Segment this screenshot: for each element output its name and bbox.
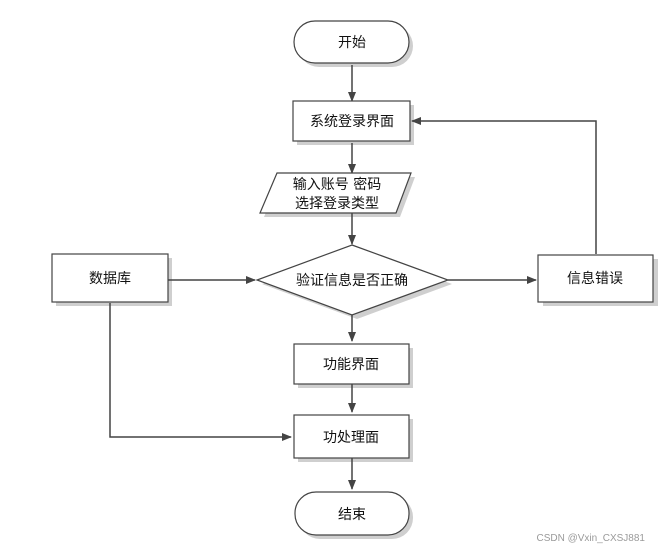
node-process [293,414,410,459]
node-feature-ui [293,343,410,385]
watermark: CSDN @Vxin_CXSJ881 [536,533,645,544]
label-input-line1: 输入账号 密码 [293,176,381,193]
label-start: 开始 [338,35,366,51]
label-end: 结束 [338,507,366,523]
node-start [293,20,410,64]
edge-database-to-process [109,303,292,441]
node-error [537,254,654,303]
label-login-ui: 系统登录界面 [310,114,394,130]
label-database: 数据库 [89,271,131,287]
node-database [51,253,169,303]
label-feature-ui: 功能界面 [323,357,379,373]
label-verify: 验证信息是否正确 [296,272,408,289]
edge-error-to-login [411,117,597,254]
node-input [259,172,412,214]
nodes [51,20,654,536]
node-verify [255,244,450,316]
label-input-line2: 选择登录类型 [295,196,379,212]
label-error: 信息错误 [567,270,623,287]
node-login-ui [292,100,411,142]
node-labels: 开始 系统登录界面 输入账号 密码 选择登录类型 验证信息是否正确 数据库 信息… [89,35,623,523]
node-end [294,491,410,536]
connectors [109,65,597,490]
label-process: 功处理面 [323,430,379,446]
